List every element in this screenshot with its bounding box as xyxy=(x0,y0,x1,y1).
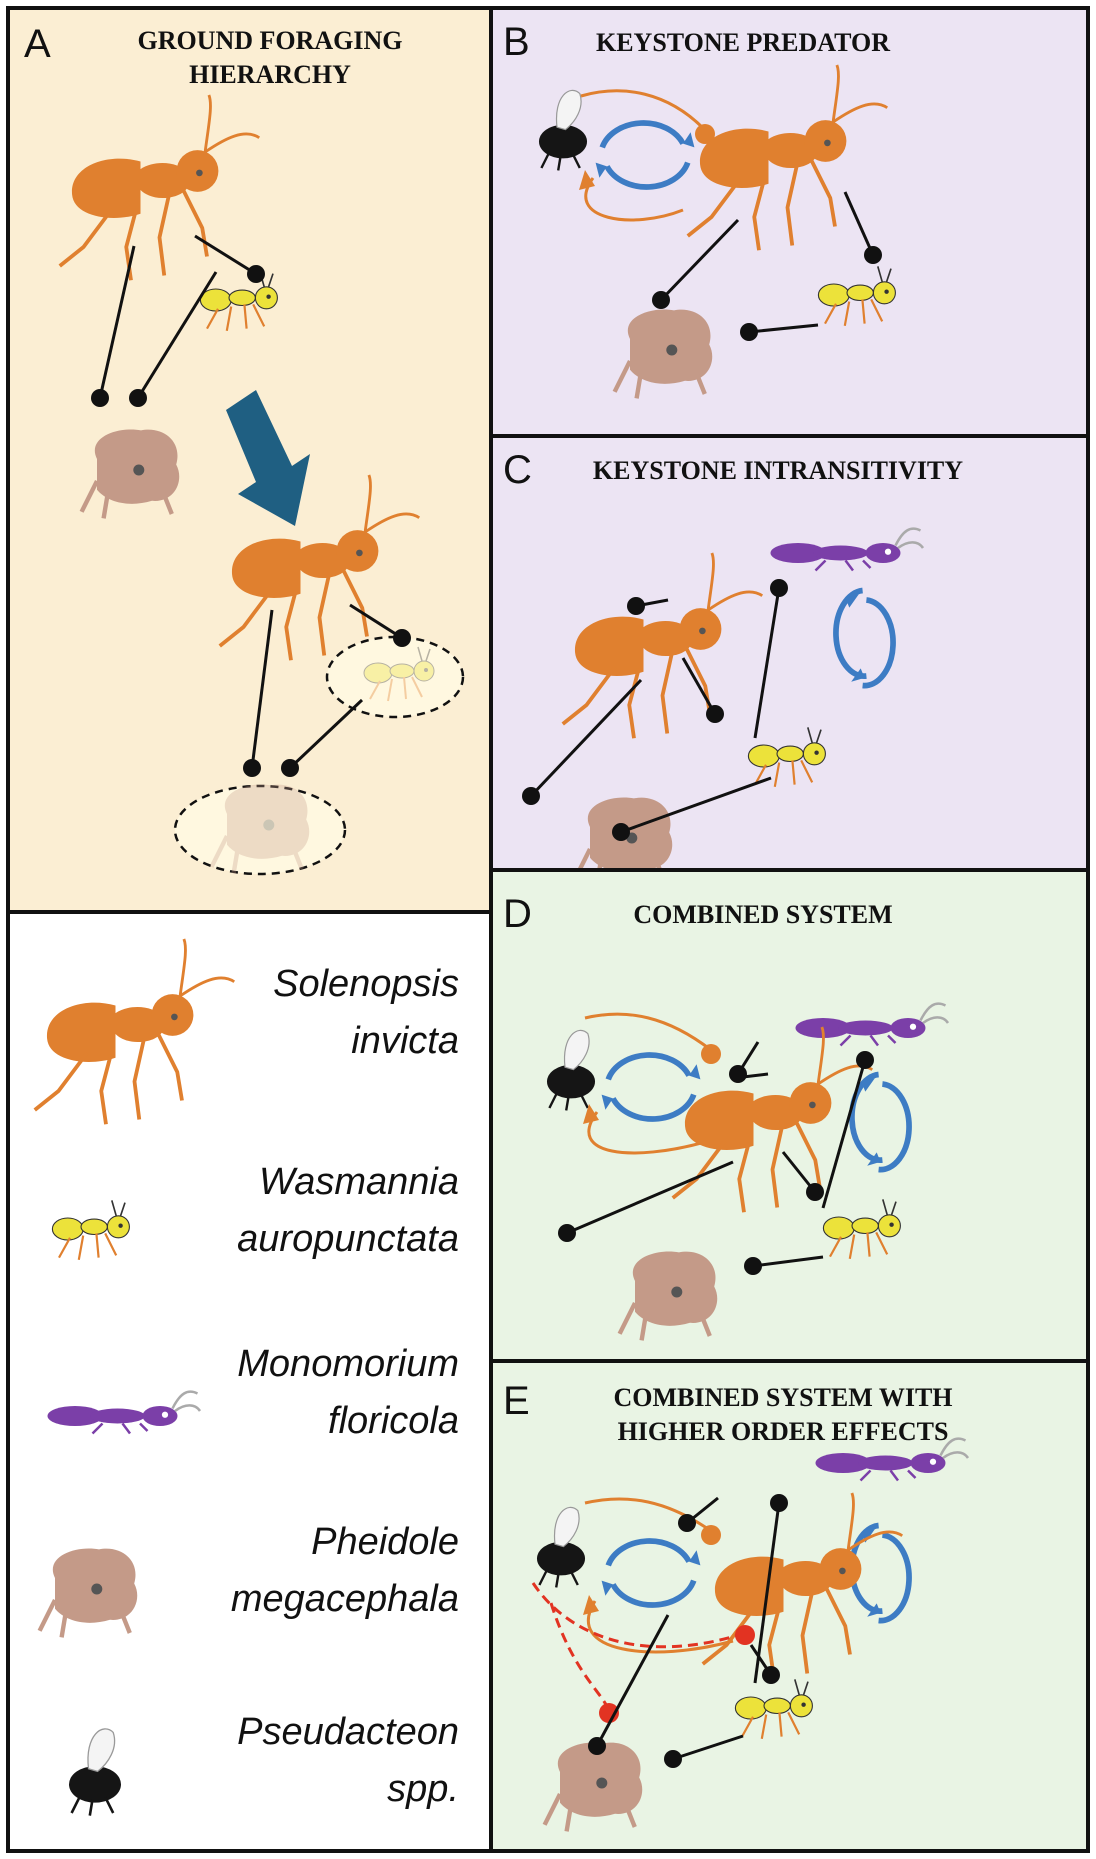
panel-e-diagram xyxy=(531,1437,970,1853)
pseudacteon-fly-icon xyxy=(545,1029,597,1112)
panel-a-ground-foraging: A GROUND FORAGING HIERARCHY xyxy=(6,6,493,914)
panel-c-diagram xyxy=(522,527,925,872)
wasmannia-ant-icon xyxy=(822,1198,902,1260)
pheidole-ant-icon xyxy=(545,1742,643,1831)
monomorium-ant-icon xyxy=(769,527,925,572)
panel-c-letter: C xyxy=(503,448,532,492)
wasmannia-ant-icon xyxy=(817,265,897,327)
cycle-arrow-icon xyxy=(602,1541,701,1605)
solenopsis-ant-icon xyxy=(700,1491,905,1681)
panel-d-combined-system: D COMBINED SYSTEM xyxy=(489,868,1090,1363)
panel-e-higher-order-effects: E COMBINED SYSTEM WITH HIGHER ORDER EFFE… xyxy=(489,1359,1090,1853)
panel-d-letter: D xyxy=(503,892,532,936)
cycle-arrow-icon xyxy=(596,123,695,187)
solenopsis-ant-icon xyxy=(560,551,765,741)
panel-d-diagram xyxy=(545,1002,950,1363)
panel-b-diagram xyxy=(537,63,897,438)
higher-order-marker-2 xyxy=(599,1703,619,1723)
wasmannia-ant-icon xyxy=(747,726,827,788)
panel-b-keystone-predator: B KEYSTONE PREDATOR xyxy=(489,6,1090,438)
wasmannia-ant-icon xyxy=(734,1678,814,1740)
cycle-arrow-icon-2 xyxy=(852,1075,909,1170)
panel-c-title: KEYSTONE INTRANSITIVITY xyxy=(592,456,964,485)
monomorium-ant-icon xyxy=(814,1437,970,1482)
panel-b-letter: B xyxy=(503,20,530,64)
panel-a-title: GROUND FORAGING HIERARCHY xyxy=(137,26,403,89)
pseudacteon-fly-icon xyxy=(535,1506,587,1589)
solenopsis-ant-icon xyxy=(32,937,237,1127)
solenopsis-ant-icon-2 xyxy=(217,473,422,663)
panel-c-keystone-intransitivity: C KEYSTONE INTRANSITIVITY xyxy=(489,434,1090,872)
panel-a-diagram xyxy=(57,93,465,914)
pseudacteon-fly-icon xyxy=(537,89,589,172)
wasmannia-ant-icon xyxy=(51,1199,131,1261)
pseudacteon-fly-icon xyxy=(67,1727,123,1817)
pheidole-ant-icon xyxy=(82,429,180,518)
panel-e-title: COMBINED SYSTEM WITH HIGHER ORDER EFFECT… xyxy=(613,1383,953,1446)
cycle-arrow-icon xyxy=(836,591,893,686)
monomorium-ant-icon xyxy=(794,1002,950,1047)
pheidole-ant-icon xyxy=(40,1548,138,1637)
panel-e-letter: E xyxy=(503,1379,530,1423)
higher-order-marker xyxy=(735,1625,755,1645)
solenopsis-ant-icon xyxy=(57,93,262,283)
panel-d-title: COMBINED SYSTEM xyxy=(633,900,893,929)
pheidole-ant-icon xyxy=(620,1251,718,1340)
panel-a-letter: A xyxy=(24,22,51,66)
panel-b-title: KEYSTONE PREDATOR xyxy=(595,28,890,57)
pheidole-ant-icon xyxy=(615,309,713,398)
cycle-arrow-icon xyxy=(602,1055,701,1119)
monomorium-ant-icon xyxy=(46,1390,202,1435)
hierarchy-arrow-icon xyxy=(226,390,310,526)
